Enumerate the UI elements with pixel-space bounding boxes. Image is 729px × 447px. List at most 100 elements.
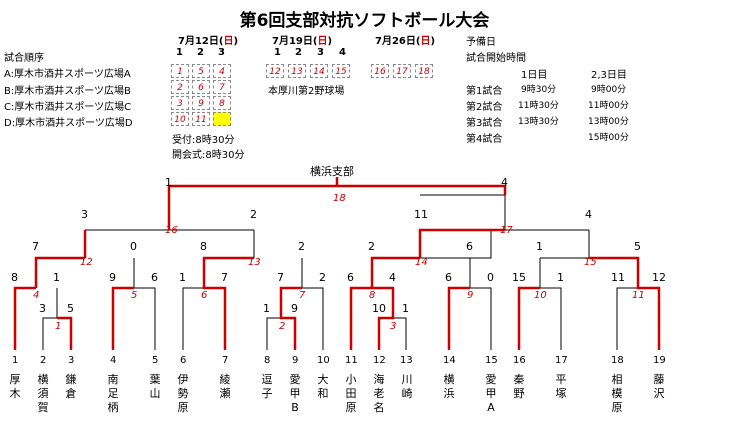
game-number-9: 9 (467, 290, 474, 301)
day1-game-c3: 8 (213, 96, 231, 110)
game-number-4: 4 (33, 290, 40, 301)
venue-c: C:厚木市酒井スポーツ広場C (4, 102, 132, 113)
day2-col-1: 1 (274, 47, 281, 58)
score-p2-left: 1 (263, 302, 270, 315)
page-title: 第6回支部対抗ソフトボール大会 (239, 11, 490, 31)
score-r1-6: 7 (221, 271, 228, 284)
score-final-right: 4 (501, 176, 508, 189)
score-r1-16: 12 (652, 271, 666, 284)
team-name: 横浜 (443, 373, 455, 400)
day3-date: 7月26日(日) (375, 36, 436, 47)
team-number: 10 (317, 355, 330, 366)
game-number-15: 15 (584, 257, 597, 268)
team-number: 17 (555, 355, 568, 366)
team-name: 綾瀬 (219, 373, 231, 400)
day2-col-2: 2 (295, 47, 302, 58)
team-number: 8 (264, 355, 271, 366)
day1-game-a3: 4 (213, 64, 231, 78)
times-row1-label: 第1試合 (466, 86, 503, 97)
game-number-7: 7 (299, 290, 306, 301)
score-qf1-left: 7 (32, 240, 39, 253)
score-r1-15: 11 (611, 271, 625, 284)
day2-col-4: 4 (339, 47, 346, 58)
score-qf4-right: 5 (634, 240, 641, 253)
start-time-label: 試合開始時間 (466, 53, 526, 64)
team-name: 秦野 (513, 373, 525, 400)
score-r1-9: 6 (347, 271, 354, 284)
score-qf4-left: 1 (536, 240, 543, 253)
score-r1-12: 0 (487, 271, 494, 284)
champion-label: 横浜支部 (310, 165, 354, 178)
team-number: 11 (345, 355, 358, 366)
score-qf3-left: 2 (368, 240, 375, 253)
team-name: 相模原 (611, 373, 623, 414)
day1-col-2: 2 (197, 47, 204, 58)
team-name: 平塚 (555, 373, 567, 400)
times-row3-a: 13時30分 (518, 117, 559, 127)
times-row2-label: 第2試合 (466, 102, 503, 113)
game-number-1: 1 (55, 321, 62, 332)
game-number-12: 12 (80, 257, 93, 268)
score-final-left: 1 (165, 176, 172, 189)
team-name: 小田原 (345, 373, 357, 414)
day1-game-a1: 1 (171, 64, 189, 78)
venue-b: B:厚木市酒井スポーツ広場B (4, 86, 131, 97)
day2-game-3: 14 (310, 64, 328, 78)
day3-game-1: 16 (371, 64, 389, 78)
game-number-2: 2 (279, 321, 286, 332)
team-number: 16 (513, 355, 526, 366)
day1-game-d2: 11 (192, 112, 210, 126)
team-name: 横須賀 (37, 373, 49, 414)
times-row1-b: 9時00分 (591, 85, 627, 95)
team-number: 1 (12, 355, 19, 366)
day1-game-d3-highlight (213, 112, 231, 126)
day2-venue: 本厚川第2野球場 (268, 86, 345, 97)
day1-game-b2: 6 (192, 80, 210, 94)
opening-time: 開会式:8時30分 (172, 150, 245, 161)
game-number-3: 3 (390, 321, 397, 332)
team-name: 鎌倉 (65, 373, 77, 400)
score-p3-left: 10 (372, 302, 386, 315)
day2-col-3: 3 (317, 47, 324, 58)
day2-date: 7月19日(日) (272, 36, 333, 47)
score-sf1-right: 2 (250, 208, 257, 221)
score-qf2-left: 8 (200, 240, 207, 253)
times-row4-b: 15時00分 (588, 133, 629, 143)
team-number: 12 (373, 355, 386, 366)
team-number: 7 (222, 355, 229, 366)
team-number: 18 (611, 355, 624, 366)
score-r1-1: 8 (11, 271, 18, 284)
times-row1-a: 9時30分 (521, 85, 557, 95)
score-r1-8: 2 (319, 271, 326, 284)
score-r1-2: 1 (53, 271, 60, 284)
game-number-10: 10 (534, 290, 547, 301)
day1-game-b3: 7 (213, 80, 231, 94)
order-label: 試合順序 (4, 53, 44, 64)
score-r1-14: 1 (557, 271, 564, 284)
times-col1: 1日目 (521, 70, 548, 81)
team-name: 藤沢 (653, 373, 665, 400)
venue-d: D:厚木市酒井スポーツ広場D (4, 118, 133, 129)
score-p2-right: 9 (291, 302, 298, 315)
game-number-6: 6 (201, 290, 208, 301)
day3-game-2: 17 (393, 64, 411, 78)
team-name: 南足柄 (107, 373, 119, 414)
score-sf1-left: 3 (81, 208, 88, 221)
game-number-11: 11 (632, 290, 645, 301)
score-qf1-right: 0 (130, 240, 137, 253)
score-r1-10: 4 (389, 271, 396, 284)
team-name: 厚木 (9, 373, 21, 400)
score-r1-5: 1 (179, 271, 186, 284)
times-col2: 2,3日目 (591, 70, 627, 81)
team-name: 大和 (317, 373, 329, 400)
day2-game-1: 12 (266, 64, 284, 78)
score-r1-4: 6 (151, 271, 158, 284)
game-number-14: 14 (415, 257, 428, 268)
score-r1-3: 9 (109, 271, 116, 284)
team-name: 海老名 (373, 373, 385, 414)
day2-game-2: 13 (288, 64, 306, 78)
score-qf2-right: 2 (298, 240, 305, 253)
score-p3-right: 1 (402, 302, 409, 315)
score-p1-right: 5 (67, 302, 74, 315)
